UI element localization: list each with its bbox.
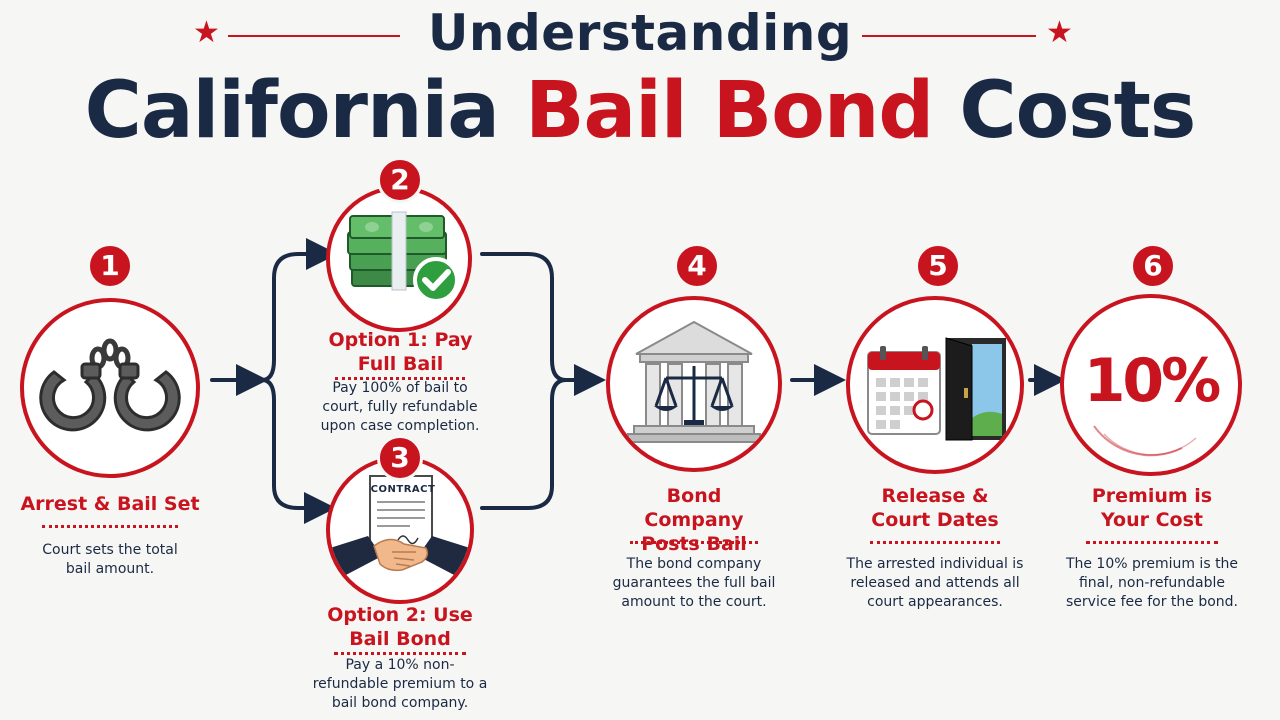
arrow-from-option1 — [480, 252, 568, 382]
step-3-badge: 3 — [377, 435, 423, 481]
step-1-circle — [20, 298, 200, 478]
cash-stack-check-icon — [347, 211, 459, 303]
step-6-title: Premium is Your Cost — [1091, 485, 1213, 531]
step-3-description: Pay a 10% non-refundable premium to a ba… — [312, 657, 488, 711]
step-5-description: The arrested individual is released and … — [846, 556, 1024, 610]
step-2-circle — [326, 186, 472, 332]
contract-label: CONTRACT — [370, 484, 436, 495]
step-4-circle — [606, 296, 782, 472]
step-5-circle — [846, 296, 1024, 474]
arrow-from-option2 — [480, 378, 568, 510]
title-rule-right — [862, 35, 1036, 37]
step-1-title: Arrest & Bail Set — [20, 493, 200, 515]
ten-percent-icon — [1093, 425, 1197, 457]
arrow-to-option2 — [260, 378, 336, 524]
step-5-divider — [870, 541, 1000, 544]
step-3-circle: CONTRACT — [326, 456, 474, 604]
step-1-description: Court sets the total bail amount. — [42, 542, 178, 577]
step-3-divider — [334, 652, 466, 655]
title-accent: Bail Bond — [525, 66, 934, 156]
contract-handshake-icon — [330, 475, 470, 576]
step-2-divider — [335, 377, 465, 380]
star-icon-left: ★ — [193, 15, 220, 50]
handcuffs-icon — [39, 338, 181, 432]
step-6-divider — [1086, 541, 1218, 544]
step-6-badge: 6 — [1130, 243, 1176, 289]
step-2-title: Option 1: Pay Full Bail — [328, 329, 473, 375]
step-4-description: The bond company guarantees the full bai… — [612, 556, 776, 610]
star-icon-right: ★ — [1046, 15, 1073, 50]
step-1-badge: 1 — [87, 243, 133, 289]
title-line-2: California Bail Bond Costs — [84, 66, 1197, 156]
arrow-to-option1 — [260, 238, 338, 382]
percent-text: 10% — [1083, 346, 1222, 416]
step-4-title: Bond Company Posts Bail — [641, 485, 747, 555]
step-4-badge: 4 — [674, 243, 720, 289]
step-6-description: The 10% premium is the final, non-refund… — [1065, 556, 1239, 610]
title-rule-left — [228, 35, 400, 37]
step-3-title: Option 2: Use Bail Bond — [327, 604, 473, 650]
step-5-badge: 5 — [915, 243, 961, 289]
step-5-title: Release & Court Dates — [871, 485, 999, 531]
step-2-description: Pay 100% of bail to court, fully refunda… — [320, 380, 480, 434]
step-4-divider — [630, 541, 758, 544]
step-1-divider — [42, 525, 178, 528]
courthouse-scales-icon — [627, 320, 761, 443]
step-2-badge: 2 — [377, 157, 423, 203]
step-6-circle: 10% — [1060, 294, 1242, 476]
calendar-door-icon — [867, 337, 1006, 441]
title-line-1: Understanding — [427, 4, 853, 62]
